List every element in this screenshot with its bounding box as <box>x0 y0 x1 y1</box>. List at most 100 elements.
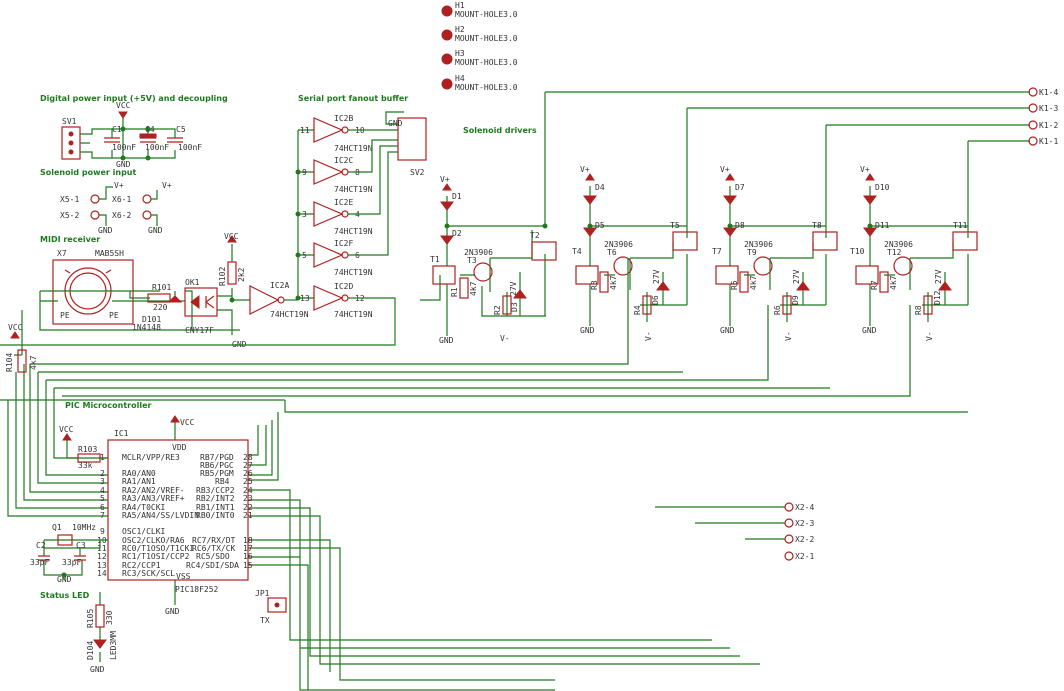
r6-label: R6 <box>773 305 782 315</box>
pin-number: 11 <box>300 126 310 135</box>
vplus-arrow-icon <box>585 173 595 181</box>
solenoid-power-section: X5-1 X6-1 X5-2 X6-2 V+ V+ GND GND <box>60 181 172 235</box>
mosfet-icon <box>432 265 456 285</box>
sv2-connector <box>397 117 427 161</box>
t5-label: T5 <box>670 221 680 230</box>
ic2f-value: 74HCT19N <box>334 268 373 277</box>
x6-2-label: X6-2 <box>112 211 131 220</box>
res-value: 4k7 <box>609 275 618 290</box>
pin-icon <box>68 140 74 146</box>
ic2c-buffer-icon <box>313 159 344 185</box>
d6-label: D6 <box>651 295 660 305</box>
zener-value: 27V <box>934 269 943 284</box>
resistor-icon <box>739 271 749 293</box>
r101-value: 220 <box>153 303 168 312</box>
vminus-label: V- <box>644 331 653 341</box>
c1-value: 100nF <box>112 143 136 152</box>
r4-label: R4 <box>633 305 642 315</box>
c5-value: 100nF <box>178 143 202 152</box>
mount-hole-value: MOUNT-HOLE3.0 <box>455 34 518 43</box>
midi-receiver-section: X7 MAB5SH PE PE R101 220 D101 1N4148 OK1… <box>39 232 309 349</box>
ic2d-value: 74HCT19N <box>334 310 373 319</box>
power-wires <box>80 118 176 159</box>
pin-number: 27 <box>243 461 253 470</box>
pin-number: 14 <box>97 569 107 578</box>
mount-hole-icon <box>441 53 453 65</box>
pic-pin-label: RB3/CCP2 <box>196 486 235 495</box>
pnp-transistor-icon <box>613 256 633 276</box>
junction-dot <box>145 155 151 161</box>
pnp-part: 2N3906 <box>604 240 633 249</box>
d5-label: D5 <box>595 221 605 230</box>
r101-label: R101 <box>152 283 171 292</box>
resistor-icon <box>502 295 512 315</box>
k1-2-label: K1-2 <box>1039 121 1058 130</box>
d10-label: D10 <box>875 183 890 192</box>
ic2a-schmitt-inverter-icon <box>249 285 280 315</box>
mount-hole-icon <box>441 29 453 41</box>
k1-4-label: K1-4 <box>1039 88 1058 97</box>
junction-dot <box>145 126 151 132</box>
q1-crystal <box>57 534 73 546</box>
pic-pin-label: OSC1/CLKI <box>122 527 166 536</box>
pic-pin-label: RB6/PGC <box>200 461 234 470</box>
pin-number: 5 <box>100 494 105 503</box>
x2-4-terminal-icon <box>784 502 794 512</box>
pic-pin-label: RC7/RX/DT <box>192 536 236 545</box>
zener-icon <box>656 281 670 291</box>
pin-number: 7 <box>100 511 105 520</box>
pin-icon <box>68 149 74 155</box>
mosfet-icon <box>855 265 879 285</box>
decoupling-caps <box>104 137 183 143</box>
res-value: 4k7 <box>889 275 898 290</box>
pin-number: 18 <box>243 536 253 545</box>
d1-label: D1 <box>452 192 462 201</box>
pic-pin-label: RB5/PGM <box>200 469 234 478</box>
c3-label: C3 <box>76 541 86 550</box>
zener-value: 27V <box>652 269 661 284</box>
gnd-label: GND <box>98 226 113 235</box>
ok1-optocoupler <box>184 287 218 317</box>
pin-number: 23 <box>243 494 253 503</box>
diode-icon <box>723 195 737 205</box>
ic1-pic-chip <box>107 439 249 581</box>
ic1-label: IC1 <box>114 429 129 438</box>
zener-icon <box>938 281 952 291</box>
junction-dot <box>295 211 301 217</box>
solenoid-drivers-section: D1 D2 D4 D5 D7 D8 D10 D11 D3 D6 D9 D12 V… <box>420 91 1030 345</box>
r5-label: R5 <box>730 280 739 290</box>
pic-pin-label: RA0/AN0 <box>122 469 156 478</box>
pic-pin-label: RA2/AN2/VREF- <box>122 486 185 495</box>
pin-number: 3 <box>302 210 307 219</box>
pin-icon <box>274 602 280 608</box>
t1-label: T1 <box>430 255 440 264</box>
r103-value: 33k <box>78 461 93 470</box>
pin-number: 3 <box>100 477 105 486</box>
driver-resistors <box>459 271 933 315</box>
junction-dot <box>120 126 126 132</box>
res-value: 4k7 <box>749 275 758 290</box>
junction-dot <box>867 223 873 229</box>
gnd-label: GND <box>862 326 877 335</box>
x2-3-terminal-icon <box>784 518 794 528</box>
ic1-part: PIC18F252 <box>175 585 219 594</box>
pic-pin-label: RC3/SCK/SCL <box>122 569 175 578</box>
r102-resistor <box>227 261 237 285</box>
t6-label: T6 <box>607 248 617 257</box>
r3-label: R3 <box>590 280 599 290</box>
pic-pin-label: RC4/SDI/SDA <box>186 561 239 570</box>
gnd-label: GND <box>148 226 163 235</box>
k1-1-label: K1-1 <box>1039 137 1058 146</box>
diode-icon <box>440 201 454 211</box>
vplus-label: V+ <box>860 165 870 174</box>
pic-pin-label: RB0/INT0 <box>196 511 235 520</box>
ok1-wires <box>217 244 250 335</box>
ic2e-label: IC2E <box>334 198 353 207</box>
pic-pin-label: RB4 <box>215 477 230 486</box>
vplus-label: V+ <box>440 175 450 184</box>
r8-label: R8 <box>914 305 923 315</box>
crystal-caps <box>38 555 86 561</box>
r102-label: R102 <box>218 267 227 286</box>
crystal-wires <box>43 539 108 580</box>
ic2c-label: IC2C <box>334 156 353 165</box>
